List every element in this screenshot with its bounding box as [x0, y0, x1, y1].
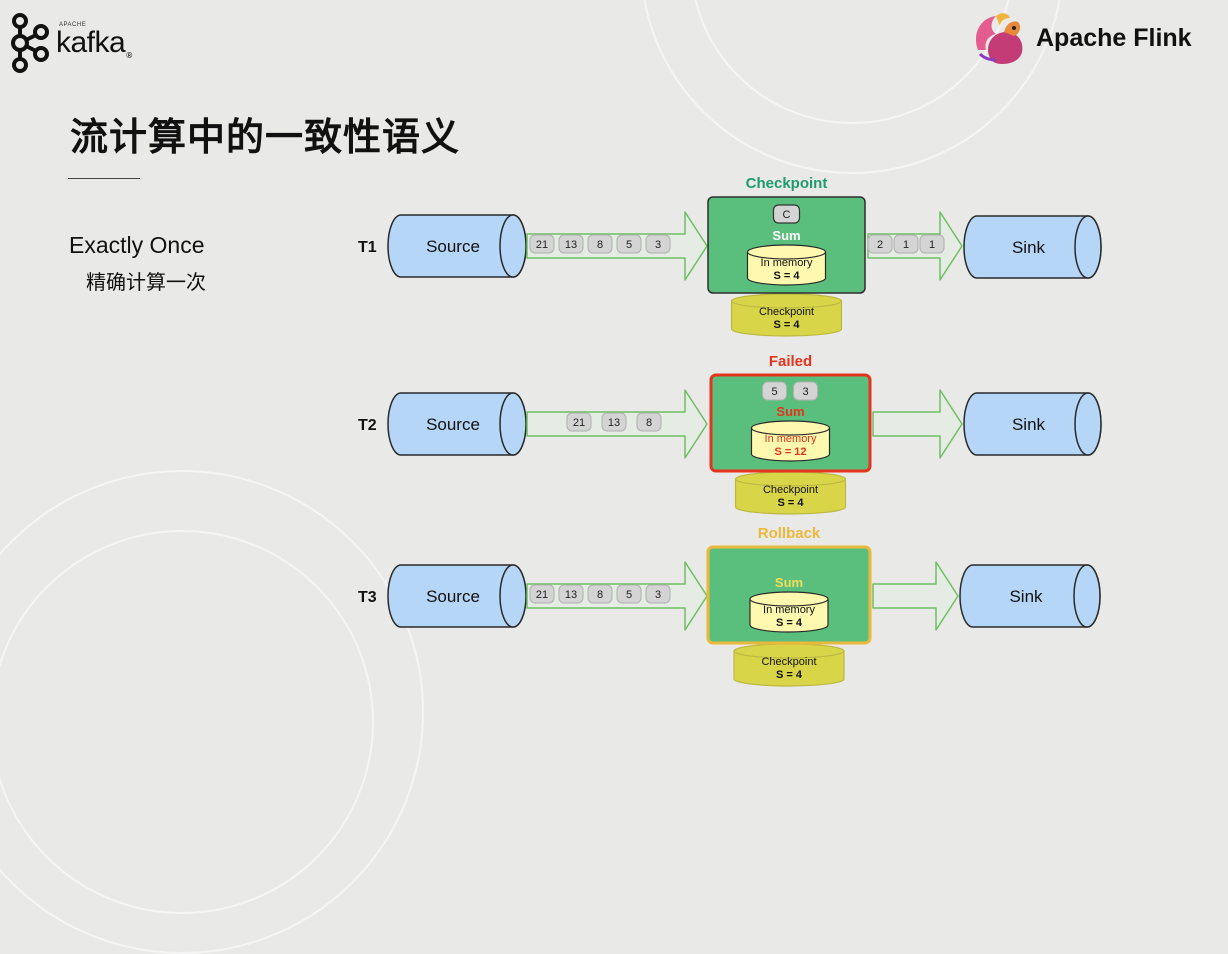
input-record-value: 3 — [655, 239, 661, 251]
memory-cylinder-title: In memory — [761, 257, 813, 269]
kafka-wordmark: kafka — [56, 26, 126, 59]
input-record-value: 13 — [565, 589, 577, 601]
input-record-box — [616, 584, 642, 604]
sum-operator-label: Sum — [775, 575, 803, 590]
source-cylinder-label: Source — [426, 587, 480, 606]
checkpoint-cylinder-top — [730, 293, 843, 309]
checkpoint-cylinder-value: S = 4 — [774, 319, 801, 331]
title-underline — [68, 178, 140, 179]
input-record-value: 13 — [565, 239, 577, 251]
held-record-box — [793, 381, 818, 401]
held-record-value: 3 — [802, 386, 808, 398]
memory-cylinder-body — [749, 599, 829, 633]
kafka-logo: APACHE kafka® — [10, 12, 133, 74]
kafka-registered-mark: ® — [125, 51, 134, 60]
output-record-value: 1 — [929, 239, 935, 251]
kafka-apache-text: APACHE — [59, 22, 87, 28]
checkpoint-barrier-box — [772, 204, 801, 224]
input-record-value: 21 — [536, 589, 548, 601]
sum-operator-label: Sum — [776, 404, 804, 419]
input-record-box — [645, 584, 671, 604]
subtitle-english: Exactly Once — [69, 232, 205, 258]
status-label: Checkpoint — [746, 175, 828, 192]
input-record-value: 8 — [597, 239, 603, 251]
input-record-value: 3 — [655, 589, 661, 601]
input-record-box — [529, 234, 555, 254]
memory-cylinder-top — [749, 591, 829, 607]
output-record-value: 2 — [877, 239, 883, 251]
input-record-value: 21 — [573, 417, 585, 429]
memory-cylinder-body — [750, 428, 831, 462]
input-record-box — [566, 412, 592, 432]
memory-cylinder-title: In memory — [763, 604, 815, 616]
input-record-box — [529, 584, 555, 604]
memory-cylinder-title: In memory — [765, 433, 817, 445]
input-record-box — [636, 412, 662, 432]
source-cylinder-label: Source — [426, 415, 480, 434]
checkpoint-cylinder-title: Checkpoint — [761, 656, 816, 668]
memory-cylinder-value: S = 4 — [776, 617, 803, 629]
checkpoint-cylinder-value: S = 4 — [778, 497, 805, 509]
output-record-box — [893, 234, 919, 254]
checkpoint-cylinder-body — [734, 479, 847, 515]
output-arrow — [872, 561, 959, 631]
sum-operator-label: Sum — [772, 228, 800, 243]
checkpoint-barrier-label: C — [783, 209, 791, 221]
memory-cylinder-value: S = 4 — [774, 270, 801, 282]
source-cylinder-end — [499, 392, 527, 456]
subtitle-chinese: 精确计算一次 — [86, 270, 206, 294]
input-record-value: 5 — [626, 239, 632, 251]
sink-cylinder-label: Sink — [1009, 587, 1043, 606]
input-record-box — [587, 234, 613, 254]
output-arrow — [872, 389, 963, 459]
checkpoint-cylinder-title: Checkpoint — [759, 306, 814, 318]
memory-cylinder-top — [750, 420, 831, 436]
source-cylinder-end — [499, 564, 527, 628]
input-record-box — [558, 584, 584, 604]
source-cylinder-label: Source — [426, 237, 480, 256]
checkpoint-cylinder-title: Checkpoint — [763, 484, 818, 496]
sink-cylinder-end — [1074, 392, 1102, 456]
stage-label: T1 — [358, 239, 377, 256]
input-record-box — [645, 234, 671, 254]
status-label: Rollback — [758, 525, 821, 542]
input-record-box — [616, 234, 642, 254]
sink-cylinder-label: Sink — [1012, 238, 1046, 257]
sink-cylinder-end — [1074, 215, 1102, 279]
output-record-box — [919, 234, 945, 254]
checkpoint-cylinder-body — [733, 651, 845, 687]
flink-logo: Apache Flink — [970, 10, 1192, 66]
input-record-box — [558, 234, 584, 254]
held-record-box — [762, 381, 787, 401]
output-record-value: 1 — [903, 239, 909, 251]
flink-wordmark: Apache Flink — [1036, 23, 1192, 52]
checkpoint-cylinder-value: S = 4 — [776, 669, 803, 681]
memory-cylinder-body — [746, 252, 827, 286]
memory-cylinder-top — [746, 244, 827, 260]
status-label: Failed — [769, 353, 812, 370]
input-record-value: 5 — [626, 589, 632, 601]
input-record-value: 13 — [608, 417, 620, 429]
checkpoint-cylinder-body — [730, 301, 843, 337]
source-cylinder-end — [499, 214, 527, 278]
held-record-value: 5 — [771, 386, 777, 398]
stage-label: T3 — [358, 589, 377, 606]
stage-label: T2 — [358, 417, 377, 434]
page-title: 流计算中的一致性语义 — [70, 115, 461, 159]
flink-squirrel-icon — [976, 13, 1023, 64]
kafka-logo-icon — [11, 13, 49, 73]
input-record-value: 8 — [646, 417, 652, 429]
input-record-value: 8 — [597, 589, 603, 601]
input-record-box — [587, 584, 613, 604]
output-record-box — [867, 234, 893, 254]
input-record-box — [601, 412, 627, 432]
memory-cylinder-value: S = 12 — [774, 446, 806, 458]
input-record-value: 21 — [536, 239, 548, 251]
sink-cylinder-end — [1073, 564, 1101, 628]
sink-cylinder-label: Sink — [1012, 415, 1046, 434]
